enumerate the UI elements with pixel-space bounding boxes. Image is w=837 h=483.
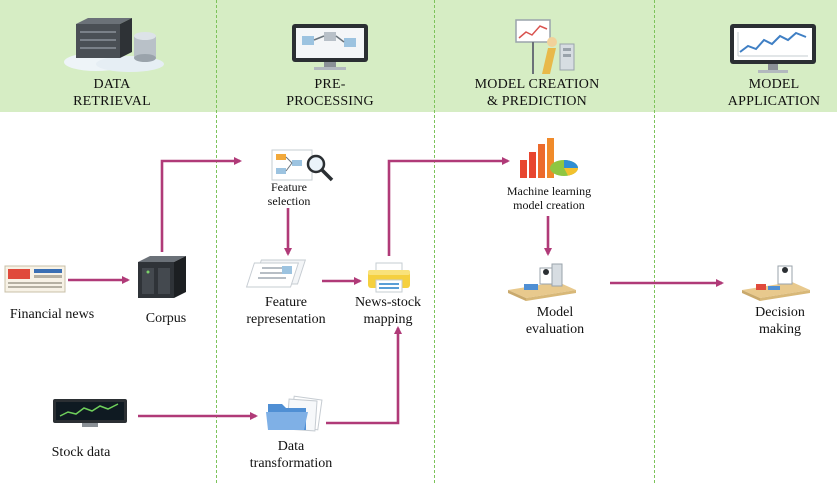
arrow-corpus-to-feature-selection bbox=[160, 157, 242, 252]
monitor-workflow-icon bbox=[292, 24, 368, 70]
arrow-mapping-to-ml-creation bbox=[387, 157, 510, 256]
evaluation-desk-icon bbox=[508, 263, 576, 301]
stage-divider bbox=[216, 0, 217, 483]
stage-divider bbox=[434, 0, 435, 483]
node-label-corpus: Corpus bbox=[145, 311, 187, 326]
newspaper-icon bbox=[4, 265, 66, 293]
stock-monitor-icon bbox=[53, 399, 127, 427]
documents-stack-icon bbox=[245, 259, 307, 288]
monitor-line-chart-icon bbox=[730, 24, 816, 73]
server-tower-icon bbox=[138, 256, 186, 298]
presentation-chart-icon bbox=[515, 19, 575, 74]
arrow-transformation-to-mapping bbox=[326, 326, 402, 425]
node-label-financial-news: Financial news bbox=[9, 307, 95, 322]
bar-pie-chart-icon bbox=[520, 138, 578, 178]
magnifier-flowchart-icon bbox=[271, 149, 334, 182]
printer-icon bbox=[368, 262, 410, 293]
node-label-stock-data: Stock data bbox=[51, 445, 111, 460]
stage-divider bbox=[654, 0, 655, 483]
folder-files-icon bbox=[266, 395, 323, 432]
stage-label-model-creation: MODEL CREATION& PREDICTION bbox=[474, 77, 600, 109]
decision-desk-icon bbox=[742, 265, 810, 301]
stage-label-preprocessing: PRE-PROCESSING bbox=[286, 77, 374, 109]
database-server-icon bbox=[64, 18, 164, 72]
